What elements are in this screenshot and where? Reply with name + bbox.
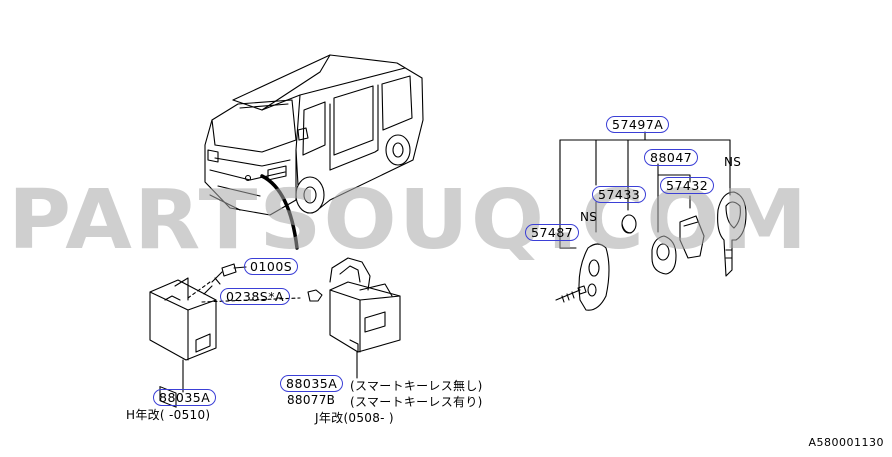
part-0100s[interactable]: 0100S — [244, 258, 299, 275]
key-tree-lines — [559, 131, 731, 249]
key-case-57487 — [578, 243, 610, 311]
nut-0238s — [307, 289, 323, 302]
part-57432[interactable]: 57432 — [660, 177, 715, 194]
remote-key — [717, 191, 747, 277]
harness-leader — [260, 174, 299, 250]
screw-57487 — [555, 285, 587, 303]
van-illustration — [204, 54, 424, 216]
right-applicability-note: J年改(0508- ) — [315, 411, 394, 425]
part-0238s-a[interactable]: 0238S*A — [220, 288, 291, 305]
control-module-right — [329, 257, 401, 353]
watermark: PARTSOUQ.COM — [8, 173, 810, 268]
part-88047[interactable]: 88047 — [644, 149, 699, 166]
ns-label-lower: NS — [580, 210, 598, 224]
part-88077b: 88077B — [287, 393, 336, 407]
key-cover-88047 — [651, 235, 677, 275]
diagram-reference-code: A580001130 — [808, 436, 884, 449]
part-88035a-left[interactable]: 88035A — [153, 389, 217, 406]
ns-label-upper: NS — [724, 155, 742, 169]
control-module-left — [149, 277, 217, 408]
left-applicability-note: H年改( -0510) — [126, 408, 211, 422]
battery-57433 — [621, 214, 637, 234]
part-57433[interactable]: 57433 — [592, 186, 647, 203]
right-note-with-smart-key: (スマートキーレス有り) — [350, 395, 483, 409]
part-57487[interactable]: 57487 — [525, 224, 580, 241]
part-88035a-right[interactable]: 88035A — [280, 375, 344, 392]
bolt-0100s — [203, 263, 247, 295]
part-57497a[interactable]: 57497A — [606, 116, 670, 133]
right-note-no-smart-key: (スマートキーレス無し) — [350, 379, 483, 393]
key-insert-57432 — [679, 215, 705, 259]
